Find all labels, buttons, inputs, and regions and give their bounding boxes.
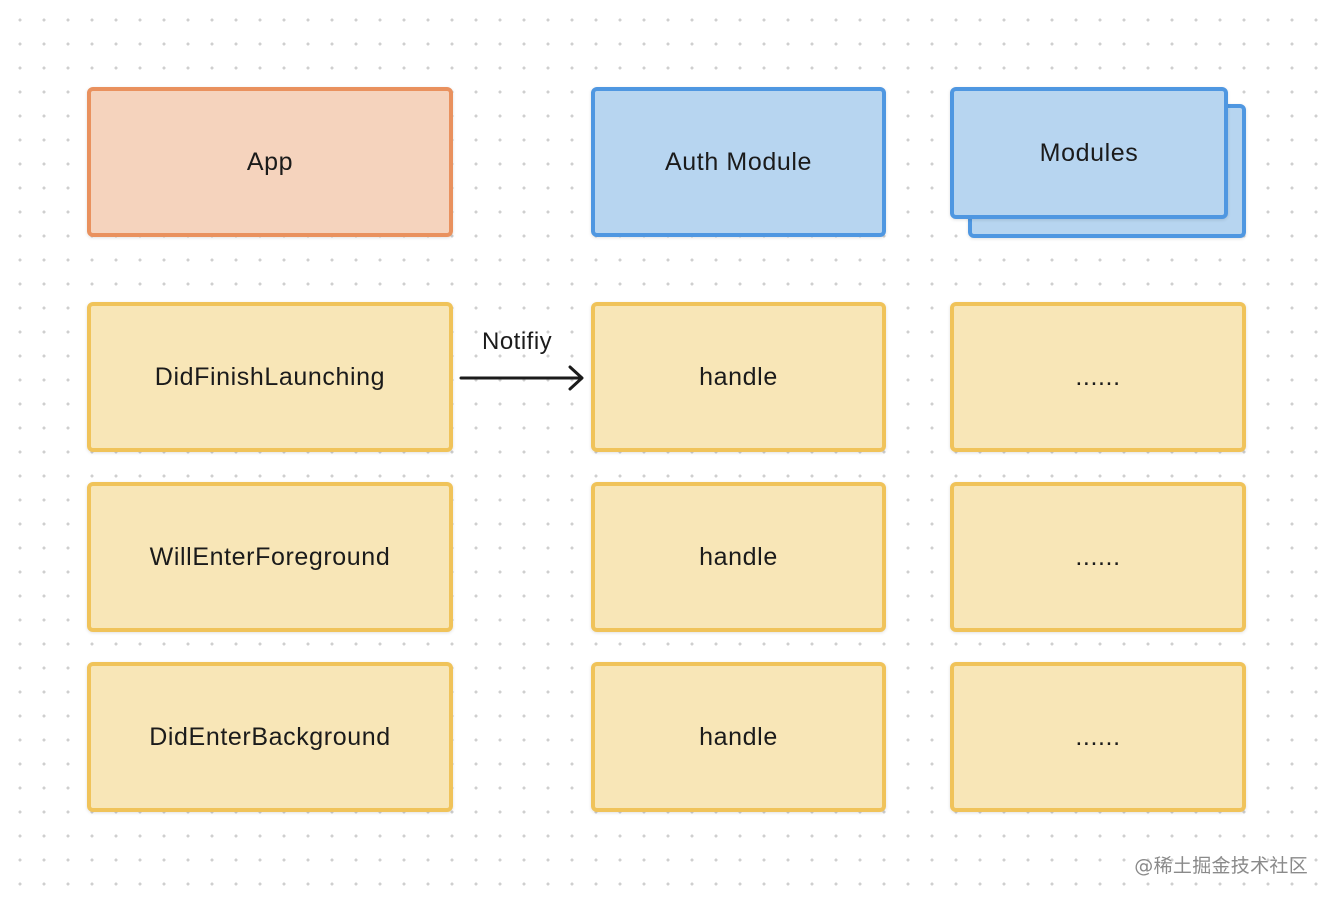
handler-node-label: handle [699,542,778,571]
other-module-node-label: ...... [1075,722,1121,751]
handler-node-3: handle [591,662,886,812]
modules-node: Modules [950,87,1228,219]
event-node-will-enter-foreground: WillEnterForeground [87,482,453,632]
event-node-label: DidEnterBackground [149,722,391,751]
event-node-label: DidFinishLaunching [154,362,386,391]
other-module-node-1: ...... [950,302,1246,452]
event-node-did-enter-background: DidEnterBackground [87,662,453,812]
handler-node-label: handle [699,362,778,391]
other-module-node-label: ...... [1075,542,1121,571]
handler-node-label: handle [699,722,778,751]
notify-arrow-label: Notifiy [482,328,553,355]
handler-node-2: handle [591,482,886,632]
app-node: App [87,87,453,237]
event-node-label: WillEnterForeground [149,542,391,571]
notify-arrow [459,365,584,391]
auth-module-node-label: Auth Module [665,147,812,176]
watermark: @稀土掘金技术社区 [1134,855,1308,877]
event-node-did-finish-launching: DidFinishLaunching [87,302,453,452]
handler-node-1: handle [591,302,886,452]
notify-arrow-head [568,365,584,391]
other-module-node-label: ...... [1075,362,1121,391]
other-module-node-2: ...... [950,482,1246,632]
modules-node-label: Modules [1039,138,1139,167]
auth-module-node: Auth Module [591,87,886,237]
app-node-label: App [246,147,294,176]
other-module-node-3: ...... [950,662,1246,812]
